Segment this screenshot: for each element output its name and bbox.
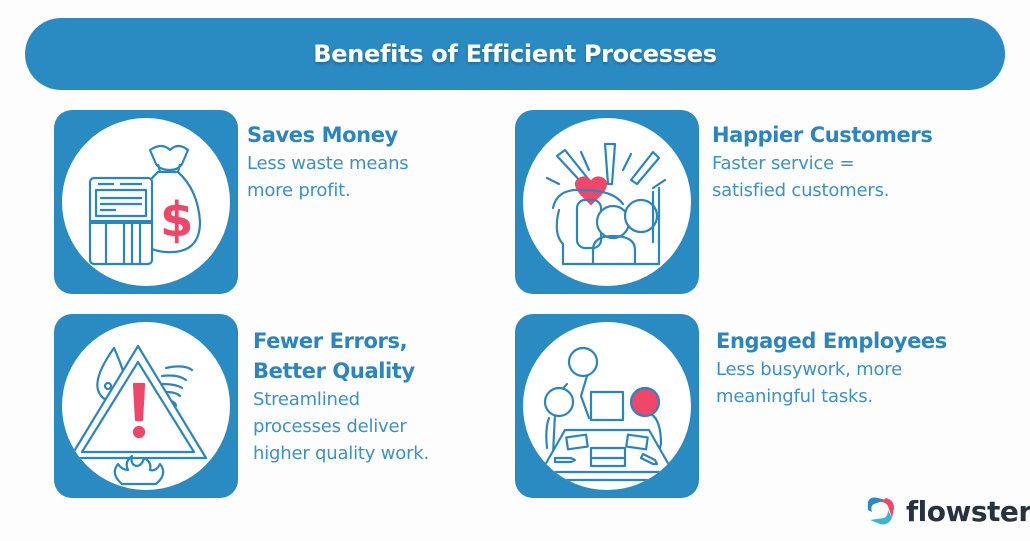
flowster-logo-icon — [868, 497, 894, 525]
header-banner: Benefits of Efficient Processes — [25, 18, 1005, 90]
card-description: Less waste means more profit. — [247, 153, 409, 201]
cheering-customers-icon — [545, 142, 667, 266]
icon-box — [515, 110, 699, 294]
card-description: Faster service = satisfied customers. — [712, 153, 890, 201]
card-title: Saves Money — [247, 123, 398, 147]
card-title-line-1: Fewer Errors, — [253, 329, 408, 353]
icon-circle — [62, 322, 230, 490]
warning-hazard-icon — [68, 344, 208, 486]
card-description: Less busywork, more meaningful tasks. — [716, 359, 902, 407]
icon-box: $ — [54, 110, 238, 294]
logo-text: flowster — [906, 494, 1030, 528]
team-meeting-icon — [539, 346, 675, 482]
page-title: Benefits of Efficient Processes — [313, 40, 717, 68]
card-title: Engaged Employees — [716, 329, 947, 353]
card-description: Streamlined processes deliver higher qua… — [253, 389, 430, 464]
card-title-line-2: Better Quality — [253, 359, 415, 383]
icon-circle — [523, 118, 691, 286]
svg-text:$: $ — [160, 192, 193, 248]
card-title: Happier Customers — [712, 123, 933, 147]
icon-circle — [523, 322, 691, 490]
icon-box — [54, 314, 238, 498]
icon-circle: $ — [62, 118, 230, 286]
icon-box — [515, 314, 699, 498]
money-bag-register-icon: $ — [88, 144, 202, 266]
flowster-logo[interactable]: flowster — [864, 494, 1030, 528]
